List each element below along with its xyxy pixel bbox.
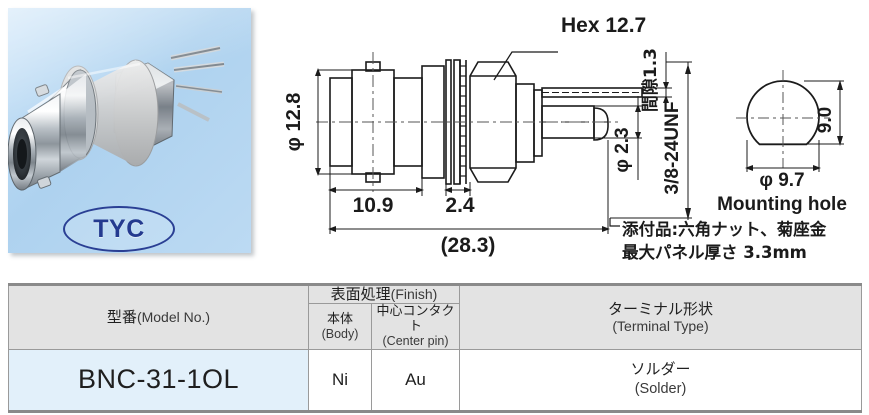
connector-body bbox=[8, 68, 97, 191]
header-model-jp: 型番 bbox=[106, 308, 137, 326]
dim-gap13 bbox=[642, 52, 672, 103]
cell-center-finish: Au bbox=[371, 348, 460, 412]
header-terminal: ターミナル形状 (Terminal Type) bbox=[459, 284, 862, 350]
cell-model-number: BNC-31-1OL bbox=[8, 348, 309, 412]
header-body-finish: 本体 (Body) bbox=[308, 303, 372, 350]
product-photo-panel: TYC bbox=[8, 8, 251, 253]
leader-hex127 bbox=[493, 51, 558, 81]
header-center-en: (Center pin) bbox=[382, 334, 449, 349]
label-hex127: Hex 12.7 bbox=[561, 14, 646, 37]
label-phi128: φ 12.8 bbox=[283, 93, 305, 152]
mounting-hole-shape bbox=[746, 80, 820, 146]
label-283: (28.3) bbox=[441, 234, 496, 257]
side-view-flange bbox=[421, 65, 445, 179]
rear-pin-barrel bbox=[541, 105, 609, 141]
label-24: 2.4 bbox=[445, 194, 475, 217]
note-line-2: 最大パネル厚さ 3.3mm bbox=[622, 242, 807, 262]
header-model: 型番(Model No.) bbox=[8, 284, 309, 350]
mounting-hole-centerlines bbox=[736, 70, 830, 168]
logo-ellipse bbox=[63, 206, 175, 252]
top-solder-lead bbox=[541, 87, 643, 98]
dim-24 bbox=[444, 182, 472, 196]
label-phi23: φ 2.3 bbox=[612, 127, 633, 172]
cell-terminal-en: (Solder) bbox=[634, 380, 687, 397]
dim-109 bbox=[328, 166, 424, 196]
label-thread: 3/8-24UNF bbox=[662, 102, 683, 195]
technical-drawing: Hex 12.7 φ 12.8 10.9 2.4 (28.3) 間隙1.3 φ … bbox=[258, 0, 869, 270]
header-row-sub: 本体 (Body) 中心コンタクト (Center pin) bbox=[9, 303, 862, 350]
dim-phi23 bbox=[594, 96, 642, 180]
label-mounting-hole: Mounting hole bbox=[717, 194, 847, 215]
header-model-en: (Model No.) bbox=[136, 308, 211, 325]
header-terminal-en: (Terminal Type) bbox=[612, 317, 709, 334]
label-phi97: φ 9.7 bbox=[759, 170, 804, 191]
cell-body-finish: Ni bbox=[308, 348, 372, 412]
dim-phi97 bbox=[745, 140, 821, 172]
table-row[interactable]: BNC-31-1OL Ni Au ソルダー (Solder) bbox=[8, 348, 862, 412]
header-center-finish: 中心コンタクト (Center pin) bbox=[371, 303, 460, 350]
specification-table: 型番(Model No.) 表面処理(Finish) ターミナル形状 (Term… bbox=[8, 283, 862, 413]
header-finish-jp: 表面処理 bbox=[330, 286, 391, 303]
header-finish: 表面処理(Finish) bbox=[308, 283, 460, 305]
label-gap13: 間隙1.3 bbox=[640, 48, 661, 112]
solder-leads bbox=[170, 45, 225, 122]
cell-terminal-jp: ソルダー bbox=[630, 361, 691, 379]
dim-283 bbox=[328, 140, 610, 234]
logo-text: TYC bbox=[93, 214, 145, 243]
note-line-1: 添付品:六角ナット、菊座金 bbox=[622, 219, 827, 239]
header-body-jp: 本体 bbox=[326, 310, 353, 326]
threaded-shank bbox=[515, 83, 543, 163]
dim-phi128 bbox=[315, 68, 354, 176]
side-view-hex-nut bbox=[469, 61, 517, 183]
header-row-top: 型番(Model No.) 表面処理(Finish) ターミナル形状 (Term… bbox=[8, 283, 862, 350]
drawing-svg: Hex 12.7 φ 12.8 10.9 2.4 (28.3) 間隙1.3 φ … bbox=[283, 14, 847, 262]
header-finish-en: (Finish) bbox=[390, 286, 438, 302]
tyc-logo: TYC bbox=[63, 206, 175, 252]
table-header: 型番(Model No.) 表面処理(Finish) ターミナル形状 (Term… bbox=[8, 283, 862, 350]
label-90: 9.0 bbox=[815, 107, 836, 133]
header-body-en: (Body) bbox=[321, 326, 359, 341]
table-body: BNC-31-1OL Ni Au ソルダー (Solder) bbox=[8, 348, 862, 412]
header-center-jp: 中心コンタクト bbox=[376, 303, 455, 334]
dim-thread bbox=[610, 61, 692, 220]
note-leader bbox=[609, 218, 620, 227]
cell-terminal-type: ソルダー (Solder) bbox=[459, 348, 862, 412]
header-terminal-jp: ターミナル形状 bbox=[607, 300, 713, 318]
label-109: 10.9 bbox=[353, 194, 394, 217]
dim-90 bbox=[804, 80, 844, 146]
